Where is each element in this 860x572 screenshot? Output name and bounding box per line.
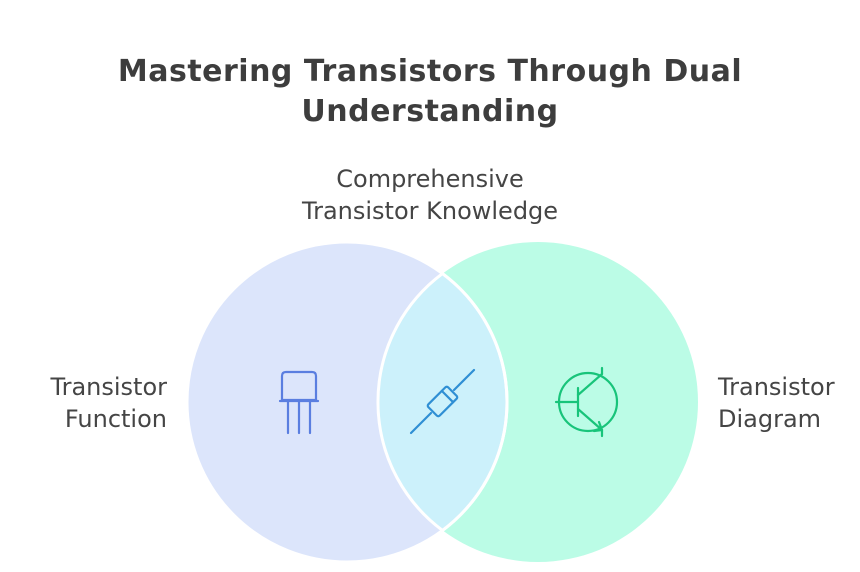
- left-set-label: Transistor Function: [0, 371, 167, 435]
- right-set-label-line-2: Diagram: [718, 405, 822, 433]
- left-set-label-line-2: Function: [64, 405, 167, 433]
- overlap-left-edge: [376, 272, 444, 532]
- transistor-package-icon: [278, 370, 320, 435]
- transistor-symbol-icon: [554, 366, 619, 438]
- right-set-label: Transistor Diagram: [718, 371, 858, 435]
- intersection-label: Comprehensive Transistor Knowledge: [230, 163, 630, 227]
- title-line-2: Understanding: [301, 94, 559, 129]
- intersection-label-line-1: Comprehensive: [336, 165, 524, 193]
- overlap-region: [378, 242, 507, 562]
- left-set-label-line-1: Transistor: [50, 373, 167, 401]
- intersection-label-line-2: Transistor Knowledge: [301, 197, 559, 225]
- diagram-title: Mastering Transistors Through Dual Under…: [0, 52, 860, 132]
- title-line-1: Mastering Transistors Through Dual: [117, 54, 743, 89]
- diode-icon: [409, 368, 476, 435]
- right-set-label-line-1: Transistor: [718, 373, 835, 401]
- overlap-right-edge: [441, 272, 509, 532]
